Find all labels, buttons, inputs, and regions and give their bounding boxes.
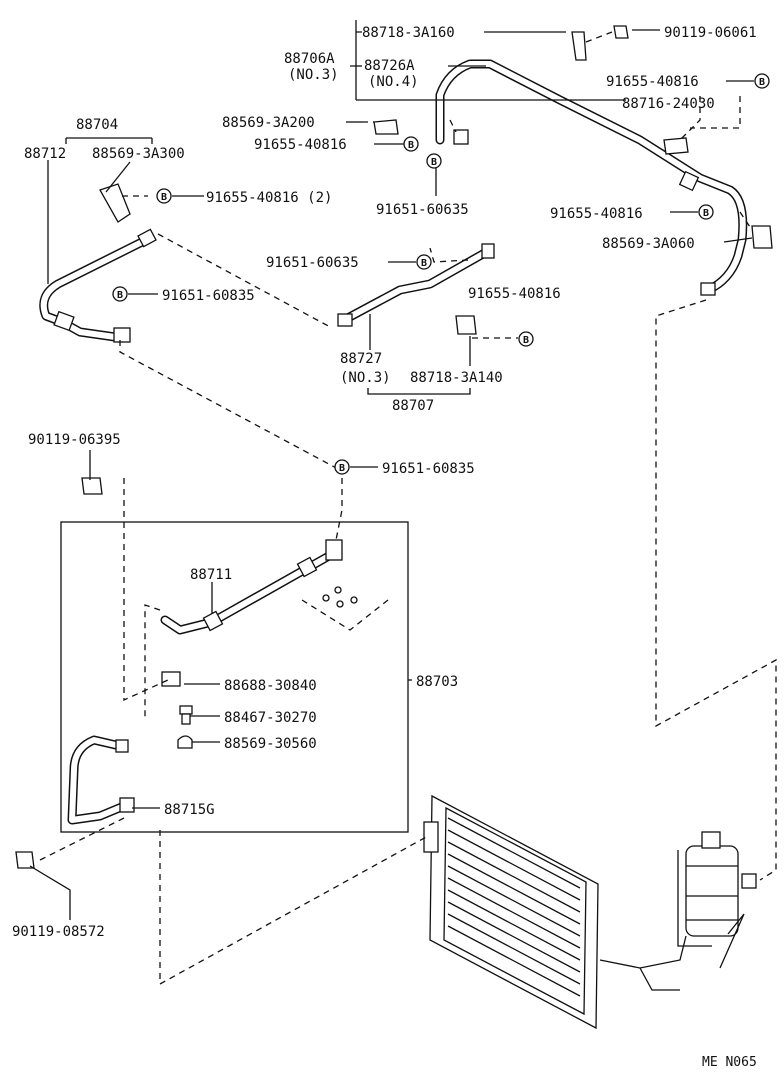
clamp-88569-30560 bbox=[177, 735, 193, 749]
label-88715g: 88715G bbox=[164, 802, 215, 818]
bolt-marker-icon: B bbox=[698, 204, 714, 220]
label-88707: 88707 bbox=[392, 398, 434, 414]
clamp-88569-3a060 bbox=[751, 225, 773, 249]
label-88569-30560: 88569-30560 bbox=[224, 736, 317, 752]
svg-text:B: B bbox=[117, 290, 123, 301]
bolt-marker-icon: B bbox=[426, 153, 442, 169]
label-88688-30840: 88688-30840 bbox=[224, 678, 317, 694]
label-88706a: 88706A bbox=[284, 51, 335, 67]
bolt-marker-icon: B bbox=[112, 286, 128, 302]
label-88706a-no: (NO.3) bbox=[288, 67, 339, 83]
label-88718-3a160: 88718-3A160 bbox=[362, 25, 455, 41]
bolt-marker-icon: B bbox=[416, 254, 432, 270]
clamp-88718-3a160 bbox=[571, 31, 587, 61]
label-88704: 88704 bbox=[76, 117, 118, 133]
label-88569-3a200: 88569-3A200 bbox=[222, 115, 315, 131]
bolt-marker-icon: B bbox=[334, 459, 350, 475]
hose-88712 bbox=[39, 228, 157, 343]
assembly-box-88703 bbox=[60, 521, 409, 833]
label-91651-60635-b: 91651-60635 bbox=[266, 255, 359, 271]
bolt-marker-icon: B bbox=[518, 331, 534, 347]
pipe-88715g bbox=[67, 735, 135, 825]
bolt-marker-icon: B bbox=[403, 136, 419, 152]
label-88727-no: (NO.3) bbox=[340, 370, 391, 386]
fitting-88467 bbox=[179, 705, 193, 725]
svg-text:B: B bbox=[408, 140, 414, 151]
dashed-leaders bbox=[39, 31, 777, 986]
bracket-88716-24030 bbox=[663, 137, 689, 155]
label-88467-30270: 88467-30270 bbox=[224, 710, 317, 726]
label-91651-60835-a: 91651-60835 bbox=[162, 288, 255, 304]
condenser bbox=[423, 794, 599, 1030]
label-88726a: 88726A bbox=[364, 58, 415, 74]
leader-lines bbox=[29, 20, 754, 920]
label-88726a-no: (NO.4) bbox=[368, 74, 419, 90]
bracket-grid bbox=[301, 586, 389, 631]
pipe-88726a bbox=[435, 59, 748, 296]
bolt-marker-icon: B bbox=[156, 188, 172, 204]
label-91651-60835-b: 91651-60835 bbox=[382, 461, 475, 477]
svg-text:B: B bbox=[339, 463, 345, 474]
bolt-marker-icon: B bbox=[754, 73, 770, 89]
label-90119-08572: 90119-08572 bbox=[12, 924, 105, 940]
pipe-88711 bbox=[160, 539, 343, 635]
label-91655-40816-2: 91655-40816 (2) bbox=[206, 190, 332, 206]
bolt-90119-08572-icon bbox=[15, 851, 35, 869]
label-88727: 88727 bbox=[340, 351, 382, 367]
svg-text:B: B bbox=[703, 208, 709, 219]
pipe-88727 bbox=[337, 243, 495, 327]
bolt-90119-06395-icon bbox=[81, 477, 103, 495]
clamp-88569-3a200 bbox=[373, 119, 399, 135]
label-88718-3a140: 88718-3A140 bbox=[410, 370, 503, 386]
bolt-90119-06061-icon bbox=[613, 25, 629, 39]
svg-text:B: B bbox=[759, 77, 765, 88]
svg-text:B: B bbox=[431, 157, 437, 168]
svg-text:B: B bbox=[523, 335, 529, 346]
label-88569-3a300: 88569-3A300 bbox=[92, 146, 185, 162]
footer-code: ME N065 bbox=[702, 1055, 757, 1070]
label-90119-06395: 90119-06395 bbox=[28, 432, 121, 448]
label-91655-40816-right: 91655-40816 bbox=[550, 206, 643, 222]
label-88711: 88711 bbox=[190, 567, 232, 583]
receiver-drier bbox=[599, 831, 757, 991]
label-90119-06061: 90119-06061 bbox=[664, 25, 757, 41]
svg-text:B: B bbox=[421, 258, 427, 269]
label-91651-60635-a: 91651-60635 bbox=[376, 202, 469, 218]
clamp-88569-3a300 bbox=[99, 183, 131, 223]
label-88703: 88703 bbox=[416, 674, 458, 690]
label-88712: 88712 bbox=[24, 146, 66, 162]
clamp-88718-3a140 bbox=[455, 315, 477, 335]
label-91655-40816-top-right: 91655-40816 bbox=[606, 74, 699, 90]
label-88716-24030: 88716-24030 bbox=[622, 96, 715, 112]
label-91655-40816-a: 91655-40816 bbox=[254, 137, 347, 153]
bracket-88688 bbox=[161, 671, 181, 687]
label-88569-3a060: 88569-3A060 bbox=[602, 236, 695, 252]
svg-text:B: B bbox=[161, 192, 167, 203]
label-91655-40816-mid: 91655-40816 bbox=[468, 286, 561, 302]
